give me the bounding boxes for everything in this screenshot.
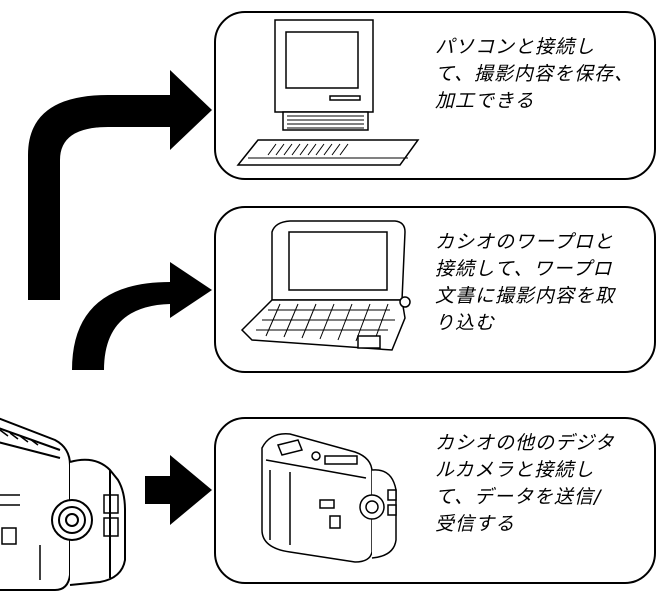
arrow-to-word-processor bbox=[72, 262, 212, 370]
pc-description: パソコンと接続し て、撮影内容を保存、 加工できる bbox=[435, 36, 635, 112]
digital-camera-icon bbox=[261, 433, 397, 563]
camera-description: カシオの他のデジタ ルカメラと接続し て、データを送信/ 受信する bbox=[435, 432, 615, 535]
arrow-to-camera bbox=[145, 455, 212, 525]
word-processor-description: カシオのワープロと 接続して、ワープロ 文書に撮影内容を取 り込む bbox=[435, 231, 616, 334]
source-camera-illustration bbox=[0, 417, 126, 591]
word-processor-icon bbox=[240, 220, 411, 351]
arrow-to-pc bbox=[28, 70, 212, 300]
desktop-computer-icon bbox=[236, 19, 420, 166]
